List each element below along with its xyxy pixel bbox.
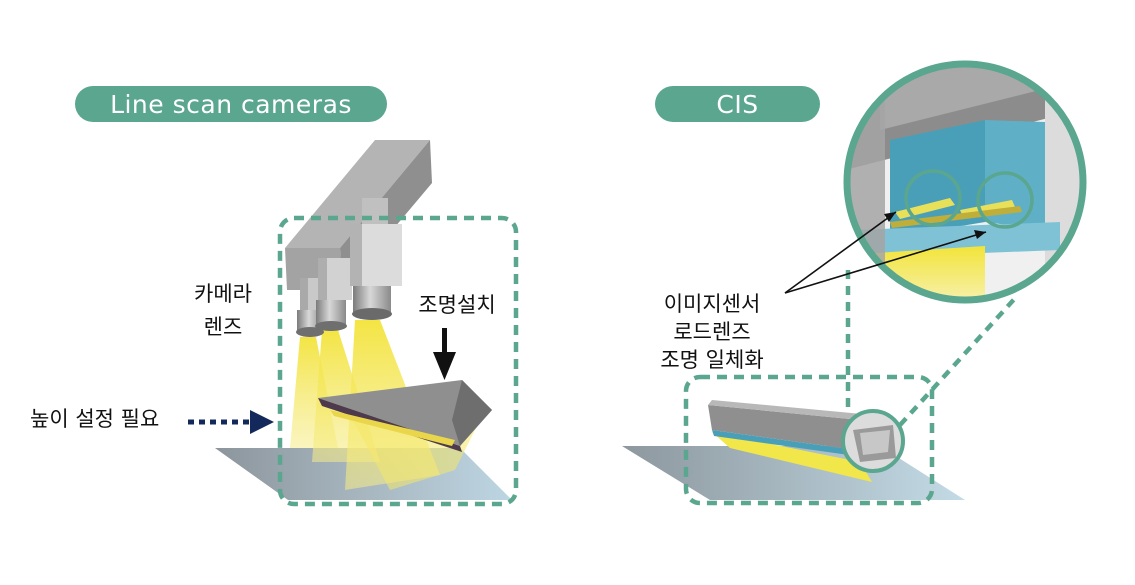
line-scan-title-badge: Line scan cameras: [75, 86, 387, 122]
bar-light-unit: [318, 380, 492, 452]
cis-title-badge: CIS: [655, 86, 820, 122]
height-setting-arrow: [188, 410, 274, 434]
integrated-lighting-label: 조명 일체화: [660, 348, 764, 372]
cis-label-pointers: [784, 211, 987, 294]
cis-sensor-bar: [708, 400, 870, 458]
line-scan-camera-3: [350, 198, 402, 320]
lighting-label: 조명설치: [418, 293, 496, 317]
line-scan-dashed-frame: [277, 215, 519, 507]
camera-label: 카메라: [194, 282, 252, 306]
cis-detail-circle: [841, 409, 905, 473]
image-sensor-label: 이미지센서: [663, 292, 761, 316]
cis-title: CIS: [716, 89, 759, 119]
line-scan-camera-1: [296, 278, 328, 337]
lighting-arrow: [433, 328, 456, 380]
line-scan-illustration: [188, 140, 519, 507]
cis-light-strip: [712, 432, 872, 482]
lens-label: 렌즈: [203, 315, 243, 339]
cis-dashed-frame: [683, 374, 935, 506]
cis-illustration: [622, 60, 1087, 506]
zoom-connector-diagonal: [898, 293, 1020, 427]
height-setting-label: 높이 설정 필요: [30, 407, 160, 431]
cis-zoom-circle: [843, 60, 1087, 304]
rod-lens-label: 로드렌즈: [673, 320, 751, 344]
line-scan-camera-2: [315, 258, 352, 331]
line-scan-title: Line scan cameras: [110, 89, 352, 119]
